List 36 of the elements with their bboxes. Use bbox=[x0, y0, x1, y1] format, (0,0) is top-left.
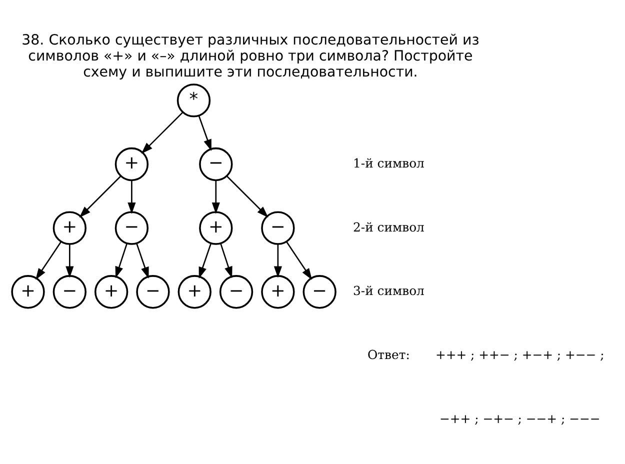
arrow bbox=[286, 240, 312, 280]
node-circle: − bbox=[136, 274, 170, 308]
node-circle: + bbox=[94, 274, 128, 308]
arrow bbox=[79, 175, 122, 218]
node-circle: + bbox=[11, 274, 45, 308]
label: 2-й символ bbox=[353, 218, 424, 234]
arrow bbox=[128, 180, 136, 214]
arrow bbox=[226, 175, 268, 218]
node-circle: + bbox=[261, 274, 295, 308]
arrow bbox=[198, 242, 212, 278]
node-circle: − bbox=[302, 274, 336, 308]
node-circle: + bbox=[52, 210, 86, 244]
node-circle: + bbox=[199, 210, 233, 244]
arrow bbox=[115, 242, 128, 278]
label: Ответ: bbox=[368, 346, 410, 362]
node-circle: − bbox=[114, 210, 149, 244]
arrow bbox=[212, 180, 220, 214]
node-circle: * bbox=[176, 83, 211, 117]
node-circle: + bbox=[114, 146, 149, 181]
node-circle: + bbox=[178, 274, 212, 308]
arrow bbox=[136, 242, 149, 278]
arrow bbox=[220, 242, 232, 278]
node-circle: − bbox=[219, 274, 254, 308]
label: 3-й символ bbox=[353, 282, 424, 298]
node-circle: − bbox=[199, 146, 233, 181]
label: −++ ; −+− ; −−+ ; −−− bbox=[440, 410, 600, 426]
arrow bbox=[36, 240, 62, 280]
diagram-title: 38. Сколько существует различных последовательностей из символов «+» и «–» длиной ровно три символа? Постройте схему и выпишите эти последовательности. bbox=[22, 32, 480, 80]
arrow bbox=[198, 115, 212, 150]
node-circle: − bbox=[261, 210, 295, 244]
label: 1-й символ bbox=[353, 155, 424, 170]
arrow bbox=[274, 244, 282, 278]
node-circle: − bbox=[52, 274, 86, 308]
arrow bbox=[66, 244, 74, 278]
arrow bbox=[141, 111, 184, 154]
label: +++ ; ++− ; +−+ ; +−− ; bbox=[435, 346, 604, 362]
